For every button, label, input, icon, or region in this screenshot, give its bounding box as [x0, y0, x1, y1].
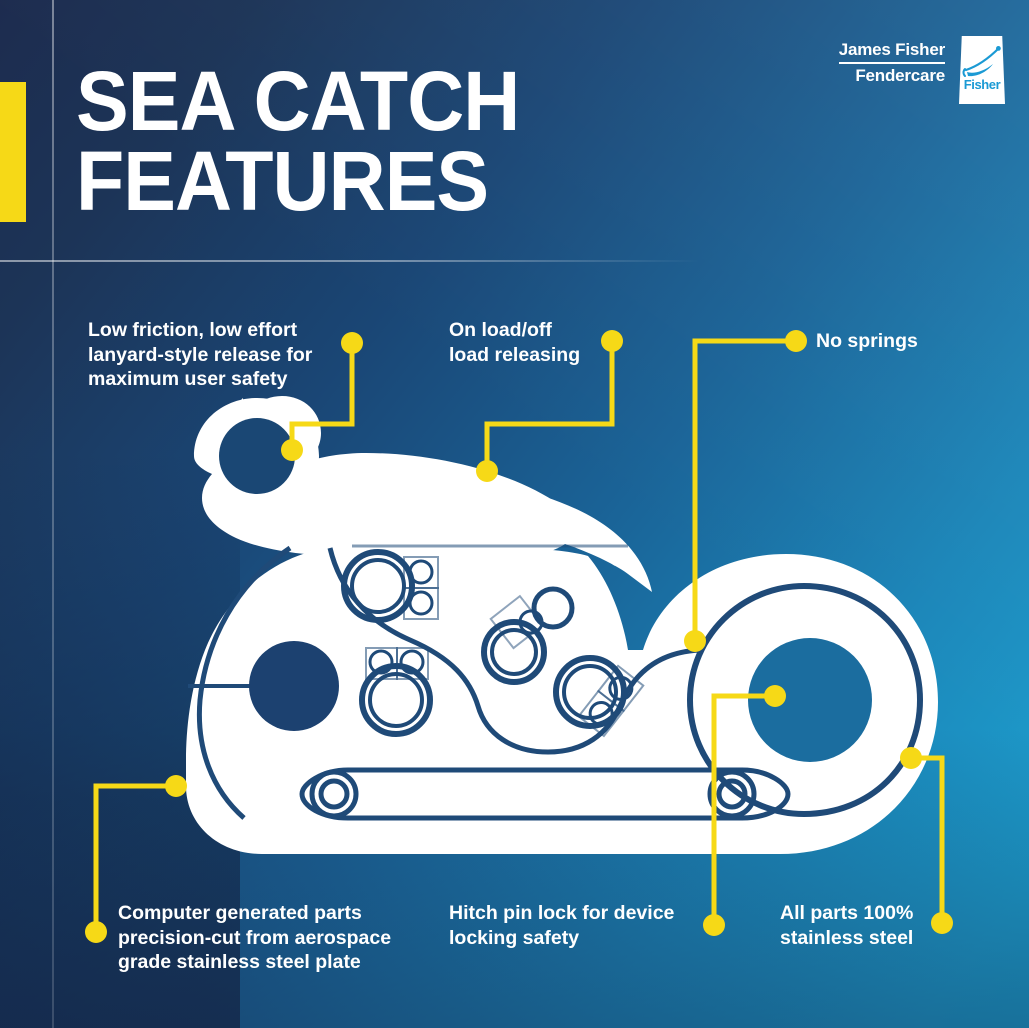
callout-label-line: load releasing: [449, 343, 581, 366]
vertical-divider-bottom: [52, 262, 54, 1028]
callout-label-all-parts-stainless: All parts 100%stainless steel: [780, 901, 913, 950]
callout-label-line: Hitch pin lock for device: [449, 902, 675, 924]
callout-label-line: grade stainless steel plate: [118, 951, 361, 974]
title-line-2: FEATURES: [76, 133, 489, 228]
callout-label-line: All parts 100%: [780, 902, 914, 924]
callout-label-line: Computer generated parts: [118, 902, 362, 924]
vertical-divider-top: [52, 0, 54, 262]
callout-label-line: On load/off: [449, 319, 552, 341]
callout-label-line: stainless steel: [780, 926, 914, 949]
callout-label-line: maximum user safety: [88, 368, 288, 391]
page-title: SEA CATCH FEATURES: [76, 59, 659, 228]
callout-label-line: No springs: [816, 330, 918, 352]
yellow-accent-bar: [0, 82, 26, 222]
logo-wordmark: James Fisher Fendercare: [838, 36, 945, 85]
logo-line-2: Fendercare: [855, 65, 945, 85]
callout-label-no-springs: No springs: [816, 329, 918, 354]
brand-logo: James Fisher Fendercare Fisher: [838, 36, 1005, 104]
callout-label-line: locking safety: [449, 926, 580, 949]
shield-word: Fisher: [963, 77, 1001, 92]
title-line-1: SEA CATCH: [76, 54, 520, 148]
callout-label-line: lanyard-style release for: [88, 343, 313, 366]
fisher-shield-icon: Fisher: [959, 36, 1005, 104]
callout-label-line: Low friction, low effort: [88, 319, 298, 341]
background-bottom-shade: [0, 728, 1029, 1028]
logo-line-1: James Fisher: [838, 40, 945, 59]
swoosh-icon: [962, 46, 1001, 77]
horizontal-divider: [0, 260, 700, 262]
callout-label-line: precision-cut from aerospace: [118, 926, 392, 949]
logo-divider: [838, 61, 945, 64]
